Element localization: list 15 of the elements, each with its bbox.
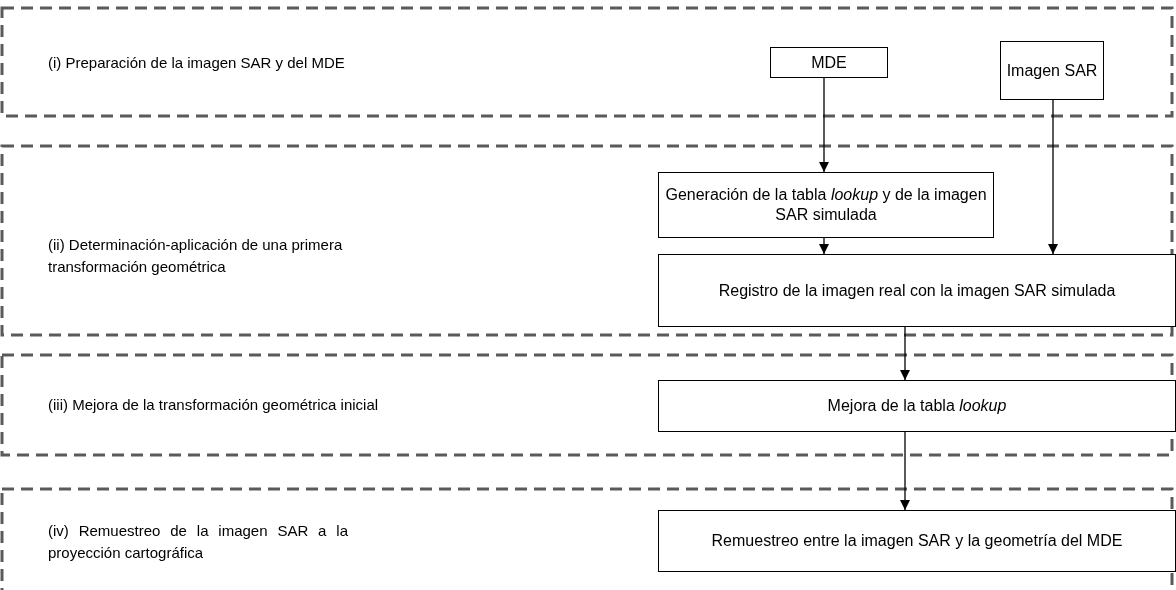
process-box: Generación de la tabla lookup y de la imagen SAR simulada xyxy=(658,172,994,238)
stage-label: (i) Preparación de la imagen SAR y del MDE xyxy=(48,53,346,73)
stage-label: (iv) Remuestreo de la imagen SAR a la proyección cartográfica xyxy=(48,521,348,563)
process-box: Registro de la imagen real con la imagen SAR simulada xyxy=(658,254,1176,327)
arrow xyxy=(819,77,829,173)
process-box: Remuestreo entre la imagen SAR y la geometría del MDE xyxy=(658,510,1176,572)
arrow xyxy=(900,431,910,511)
stage-label: (ii) Determinación-aplicación de una primera transformación geométrica xyxy=(48,235,344,277)
process-box: MDE xyxy=(770,47,888,78)
stage-label: (iii) Mejora de la transformación geométrica inicial xyxy=(48,395,380,415)
process-box: Mejora de la tabla lookup xyxy=(658,380,1176,432)
arrow xyxy=(1048,99,1058,255)
process-box: Imagen SAR xyxy=(1000,41,1104,100)
arrow xyxy=(819,237,829,255)
arrow xyxy=(900,326,910,381)
